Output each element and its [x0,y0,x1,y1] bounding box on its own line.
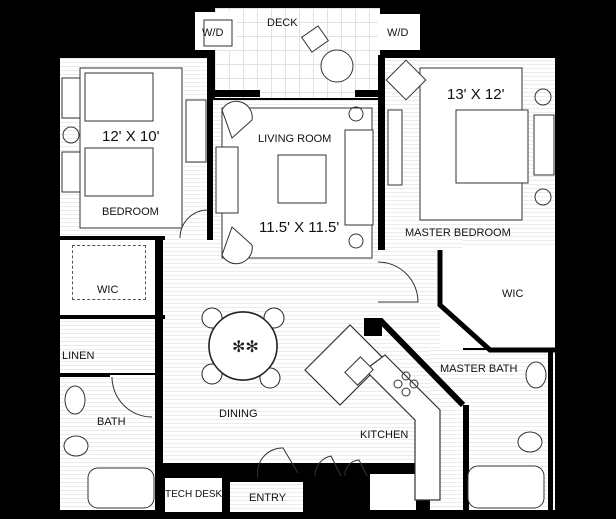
kitchen-label: KITCHEN [360,429,409,441]
tech-desk-area [165,478,222,514]
wall-deck-bottom-right [355,90,383,97]
wall-living-master [378,55,385,250]
wall-master-bath-right [548,350,553,515]
dining-label: DINING [219,408,258,420]
wall-entry [222,476,230,516]
svg-text:✻✻: ✻✻ [232,339,259,356]
deck-floor [215,8,380,98]
entry-floor [228,482,303,516]
wall-right-column [463,405,469,515]
master-bedroom-dimensions: 13' X 12' [447,86,505,103]
bedroom-label: BEDROOM [102,206,159,218]
wd-right-label: W/D [387,27,409,39]
wd-left-label: W/D [202,27,224,39]
wall-left-column [155,240,163,518]
tech-desk-label: TECH DESK [165,489,223,500]
pantry [370,474,416,510]
wall-bottom [55,512,565,519]
deck-label: DECK [267,17,298,29]
wall-deck-bottom [215,90,260,97]
linen-label: LINEN [62,350,95,362]
living-room-dimensions: 11.5' X 11.5' [259,219,340,236]
bath-label: BATH [97,416,126,428]
bedroom-dimensions: 12' X 10' [102,128,160,145]
wd-right-closet [378,14,420,50]
wall-entry-right [305,476,313,516]
master-bedroom-label: MASTER BEDROOM [405,227,511,239]
wic-right-label: WIC [502,288,524,300]
linen-floor [60,318,160,373]
living-room-label: LIVING ROOM [258,133,332,145]
wic-right-floor [440,248,555,348]
wall-entry-top [222,474,314,481]
wall-wic-linen [60,315,165,319]
wic-left-shelf [72,245,146,300]
wic-left-floor [60,240,158,315]
wall-bath-top [60,373,110,377]
wall-bedroom-living [207,58,213,240]
wall-bedroom-wic [60,236,165,240]
master-bath-label: MASTER BATH [440,363,518,375]
wic-left-label: WIC [97,284,119,296]
entry-label: ENTRY [249,492,287,504]
